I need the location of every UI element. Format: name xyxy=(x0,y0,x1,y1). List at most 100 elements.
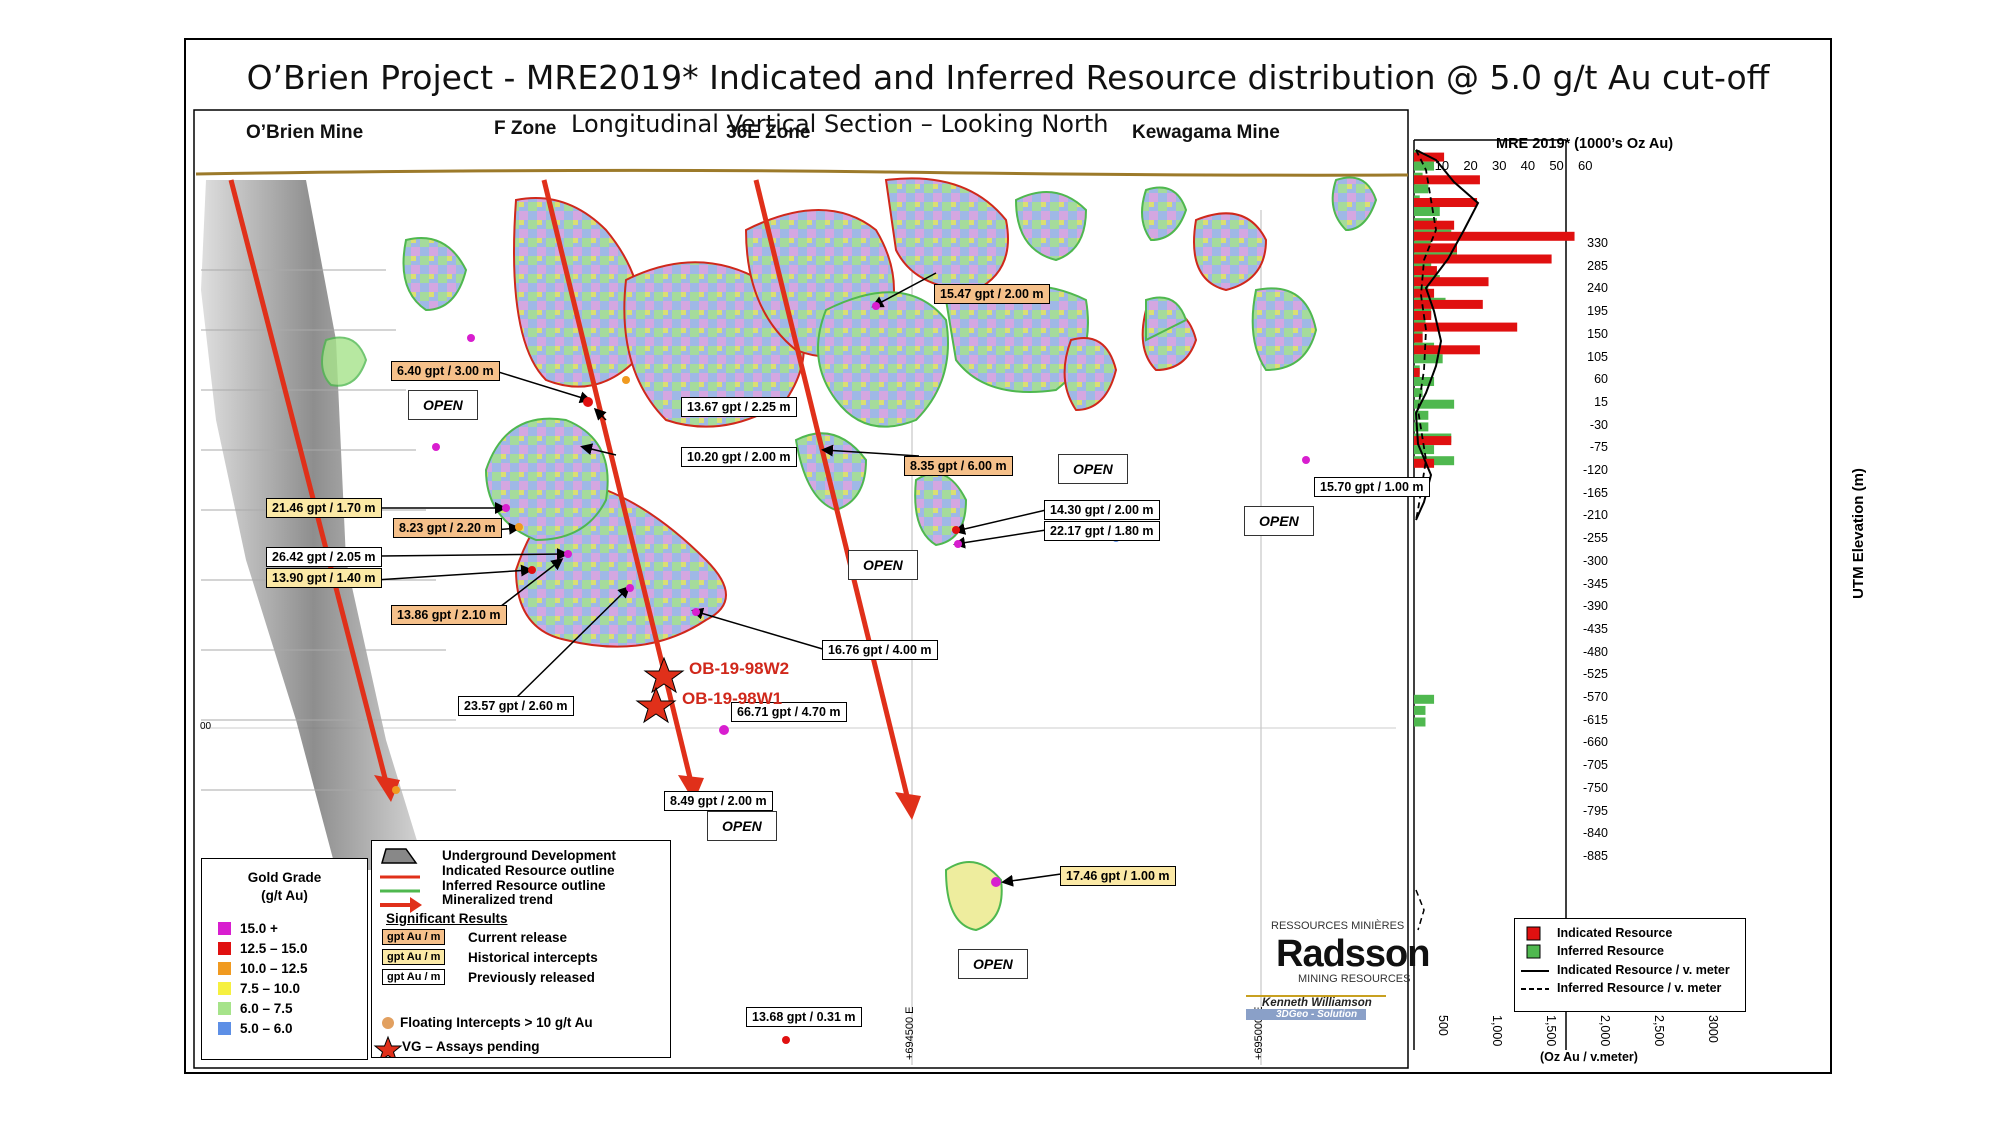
top-tick-label: 50 xyxy=(1549,158,1564,173)
grade-item: 10.0 – 12.5 xyxy=(218,961,308,976)
inferred-bar xyxy=(1414,445,1435,455)
intercept-label: 13.90 gpt / 1.40 m xyxy=(266,568,382,588)
grade-item-label: 6.0 – 7.5 xyxy=(240,1001,293,1016)
intercept-label: 13.68 gpt / 0.31 m xyxy=(746,1007,862,1027)
top-tick-label: 30 xyxy=(1492,158,1507,173)
open-label: OPEN xyxy=(707,811,777,841)
grade-legend: Gold Grade (g/t Au) 15.0 + 12.5 – 15.0 1… xyxy=(201,858,368,1060)
y-tick-label: -30 xyxy=(1589,417,1608,432)
indicated-bar xyxy=(1414,266,1437,276)
indicated-bar xyxy=(1414,243,1457,253)
underground-levels xyxy=(201,269,456,791)
intercept-label: 16.76 gpt / 4.00 m xyxy=(822,640,938,660)
grade-swatch xyxy=(218,982,231,995)
grade-item: 5.0 – 6.0 xyxy=(218,1021,293,1036)
grade-swatch xyxy=(218,1022,231,1035)
y-tick-label: -480 xyxy=(1582,644,1608,659)
inferred-bar xyxy=(1414,388,1423,398)
chart-bottom-label: (Oz Au / v.meter) xyxy=(1540,1050,1638,1064)
grade-item-label: 5.0 – 6.0 xyxy=(240,1021,293,1036)
vg-stars xyxy=(635,656,685,724)
y-tick-label: -570 xyxy=(1582,690,1608,704)
legend-box-current: gpt Au / m xyxy=(382,929,446,945)
indicated-bar xyxy=(1414,288,1435,298)
y-tick-label: 195 xyxy=(1587,304,1608,319)
grade-swatch xyxy=(218,922,231,935)
inferred-bar xyxy=(1414,354,1443,364)
grade-swatch xyxy=(218,942,231,955)
y-tick-label: -75 xyxy=(1589,440,1608,455)
chart-legend-inferred: Inferred Resource xyxy=(1557,944,1664,958)
trend-arrowheads xyxy=(374,775,921,820)
surface-line xyxy=(195,168,1409,177)
open-label: OPEN xyxy=(1058,454,1128,484)
chart-legend-ind-line: Indicated Resource / v. meter xyxy=(1557,963,1730,977)
y-tick-label: -885 xyxy=(1582,848,1608,863)
legend-significant: Significant Results xyxy=(386,911,508,926)
3dgeo-logo: Kenneth Williamson 3DGeo - Solution xyxy=(1246,995,1386,1027)
indicated-bar xyxy=(1414,458,1435,468)
chart-legend: Indicated Resource Inferred Resource Ind… xyxy=(1514,918,1746,1012)
y-tick-label: -435 xyxy=(1582,621,1608,636)
inferred-bar xyxy=(1414,184,1429,194)
grade-legend-title-1: Gold Grade xyxy=(247,870,322,885)
logo-text-5: 3DGeo - Solution xyxy=(1246,1009,1366,1020)
inferred-bar xyxy=(1414,717,1426,727)
resource-blocks xyxy=(321,176,1378,932)
indicated-bar xyxy=(1414,198,1478,208)
grade-item: 7.5 – 10.0 xyxy=(218,981,300,996)
intercept-label: 22.17 gpt / 1.80 m xyxy=(1044,521,1160,541)
bottom-tick-label: 1,000 xyxy=(1490,1015,1504,1047)
grade-item: 12.5 – 15.0 xyxy=(218,941,308,956)
intercept-label: 10.20 gpt / 2.00 m xyxy=(681,447,797,467)
radsson-logo: Radsson xyxy=(1276,933,1430,975)
intercept-label: 66.71 gpt / 4.70 m xyxy=(731,702,847,722)
chart-bars xyxy=(1414,150,1575,727)
figure-frame: O’Brien Project - MRE2019* Indicated and… xyxy=(184,38,1867,1074)
intercept-label: 23.57 gpt / 2.60 m xyxy=(458,696,574,716)
bottom-tick-label: 3000 xyxy=(1706,1015,1720,1043)
chart-legend-indicated: Indicated Resource xyxy=(1557,926,1673,940)
intercept-label: 15.70 gpt / 1.00 m xyxy=(1314,477,1430,497)
y-tick-label: -255 xyxy=(1582,531,1608,546)
open-label: OPEN xyxy=(1244,506,1314,536)
indicated-bar xyxy=(1414,322,1518,332)
legend-trend: Mineralized trend xyxy=(442,892,554,907)
page-title: O’Brien Project - MRE2019* Indicated and… xyxy=(246,58,1770,97)
intercept-label: 8.23 gpt / 2.20 m xyxy=(393,518,502,538)
grade-item-label: 12.5 – 15.0 xyxy=(240,941,308,956)
grade-item-label: 15.0 + xyxy=(240,921,278,936)
y-tick-label: 240 xyxy=(1587,281,1608,296)
chart-legend-inf-line: Inferred Resource / v. meter xyxy=(1557,981,1722,995)
grid-label: 00 xyxy=(200,721,212,732)
zone-label-kewagama: Kewagama Mine xyxy=(1132,122,1280,143)
grade-swatch xyxy=(218,1002,231,1015)
intercept-label: 17.46 gpt / 1.00 m xyxy=(1060,866,1176,886)
top-tick-label: 20 xyxy=(1463,158,1478,173)
bottom-tick-label: 2,500 xyxy=(1652,1015,1666,1047)
y-tick-label: 285 xyxy=(1587,258,1608,273)
intercept-label: 21.46 gpt / 1.70 m xyxy=(266,498,382,518)
indicated-bar xyxy=(1414,436,1452,446)
leader-lines xyxy=(375,272,1062,887)
indicated-bar xyxy=(1414,277,1489,287)
y-tick-label: 330 xyxy=(1587,236,1608,250)
grade-item-label: 10.0 – 12.5 xyxy=(240,961,308,976)
indicated-per-vmeter-line xyxy=(1414,149,1480,521)
open-label: OPEN xyxy=(848,550,918,580)
y-tick-label: -345 xyxy=(1582,576,1608,591)
zone-label-36e: 36E Zone xyxy=(726,122,811,143)
intercept-label: 13.86 gpt / 2.10 m xyxy=(391,605,507,625)
inferred-bar xyxy=(1414,399,1455,409)
top-tick-label: 40 xyxy=(1520,158,1536,173)
indicated-bar xyxy=(1414,220,1455,230)
bottom-tick-label: 500 xyxy=(1436,1015,1450,1036)
legend-inferred: Inferred Resource outline xyxy=(442,878,606,893)
legend-historical: Historical intercepts xyxy=(468,950,598,965)
legend-underground: Underground Development xyxy=(442,848,617,863)
drill-hole-label: OB-19-98W1 xyxy=(682,689,783,708)
y-tick-label: 15 xyxy=(1594,394,1608,409)
longitudinal-section xyxy=(193,109,1575,1069)
zone-label-obrien: O’Brien Mine xyxy=(246,122,364,143)
grade-legend-title-2: (g/t Au) xyxy=(261,888,308,903)
